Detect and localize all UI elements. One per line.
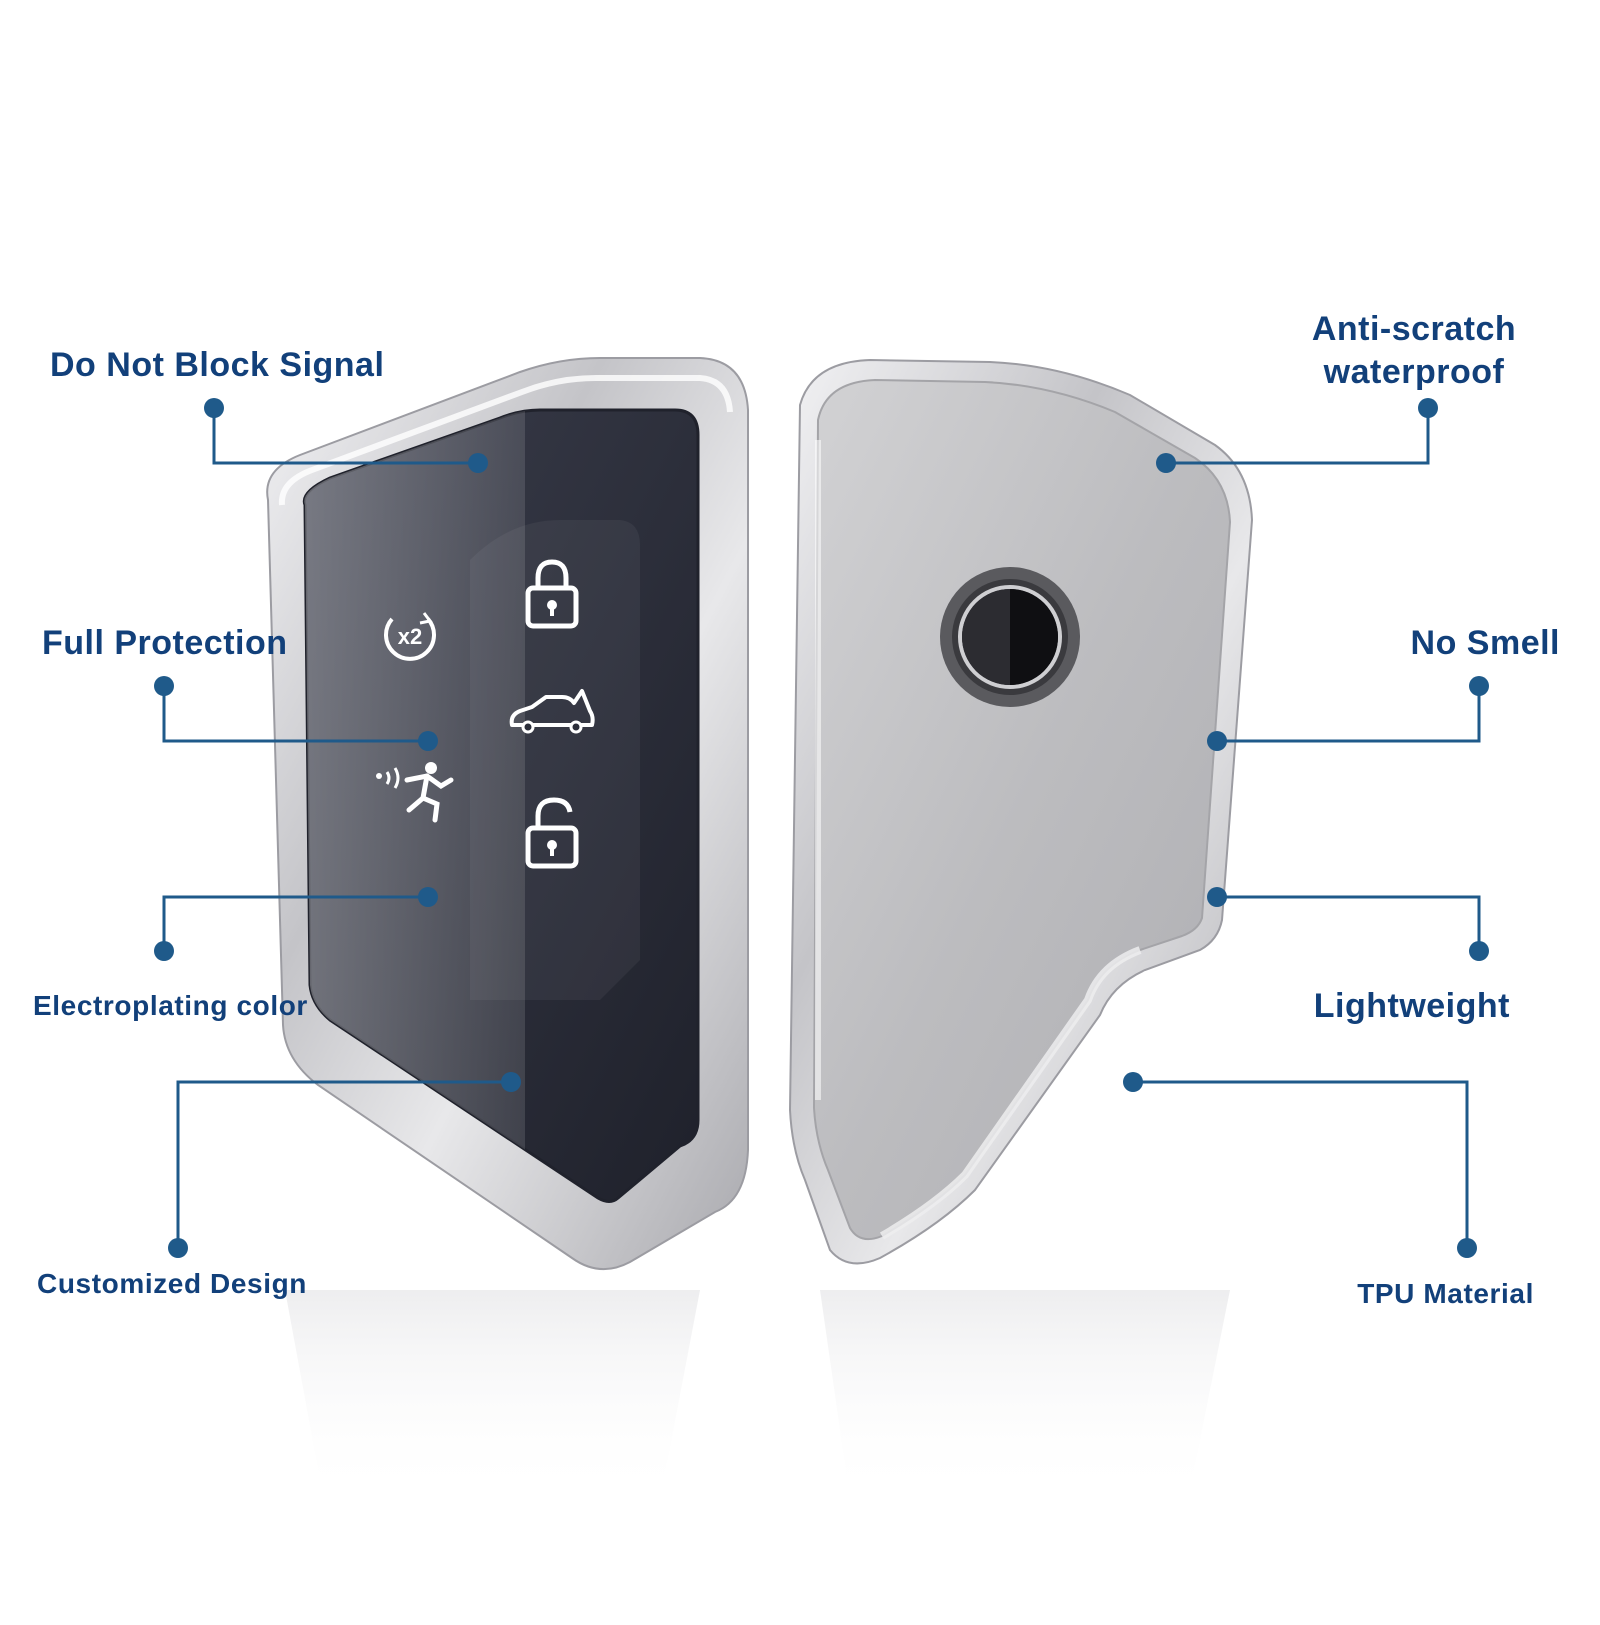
callout-tpu-material: TPU Material bbox=[1357, 1278, 1534, 1309]
leader-line-no-smell bbox=[1217, 686, 1481, 743]
trunk-button[interactable] bbox=[509, 689, 595, 734]
callout-no-smell: No Smell bbox=[1410, 624, 1560, 662]
front-case-highlight bbox=[278, 375, 733, 506]
leader-dot bbox=[204, 398, 224, 418]
leader-dot bbox=[1123, 1072, 1143, 1092]
back-slide-seam bbox=[879, 946, 1142, 1240]
leader-dot bbox=[1469, 676, 1489, 696]
leader-line-customized bbox=[176, 1080, 511, 1248]
double-press-x2-icon: x2 bbox=[384, 612, 436, 661]
key-back bbox=[788, 358, 1254, 1265]
lock-button[interactable] bbox=[525, 559, 579, 629]
callout-do-not-block-signal: Do Not Block Signal bbox=[50, 346, 385, 384]
panic-alarm-icon bbox=[376, 762, 454, 823]
callout-anti-scratch-waterproof: Anti-scratch waterproof bbox=[1311, 310, 1517, 391]
leader-dot bbox=[501, 1072, 521, 1092]
leader-dot bbox=[1418, 398, 1438, 418]
leader-line-electroplating bbox=[162, 895, 428, 951]
leader-dots bbox=[154, 398, 1489, 1258]
unlock-icon bbox=[535, 797, 573, 828]
leader-dot bbox=[1469, 941, 1489, 961]
leader-dot bbox=[154, 676, 174, 696]
callout-full-protection: Full Protection bbox=[42, 624, 288, 662]
leader-dot bbox=[468, 453, 488, 473]
leader-lines bbox=[162, 408, 1481, 1248]
leader-line-lightweight bbox=[1217, 895, 1481, 951]
leader-dot bbox=[1457, 1238, 1477, 1258]
leader-dot bbox=[1207, 887, 1227, 907]
leader-dot bbox=[418, 731, 438, 751]
leader-dot bbox=[168, 1238, 188, 1258]
x2-badge-text: x2 bbox=[398, 624, 422, 649]
callout-lightweight: Lightweight bbox=[1313, 987, 1510, 1025]
back-plate bbox=[812, 378, 1232, 1241]
key-front: x2 bbox=[266, 357, 749, 1271]
leader-dot bbox=[418, 887, 438, 907]
leader-dot bbox=[154, 941, 174, 961]
leader-line-protection bbox=[162, 686, 428, 743]
back-key-reflection bbox=[820, 1290, 1230, 1500]
leader-line-anti-scratch bbox=[1166, 408, 1430, 465]
leader-line-signal bbox=[212, 408, 478, 465]
unlock-button[interactable] bbox=[525, 797, 579, 869]
trunk-icon bbox=[509, 689, 595, 727]
leader-dot bbox=[1207, 731, 1227, 751]
front-key-reflection bbox=[285, 1290, 700, 1500]
leader-dot bbox=[1156, 453, 1176, 473]
callout-electroplating-color: Electroplating color bbox=[33, 990, 308, 1021]
leader-line-tpu bbox=[1133, 1080, 1469, 1248]
callout-customized-design: Customized Design bbox=[37, 1268, 308, 1299]
lock-icon bbox=[535, 559, 569, 588]
round-emblem-icon bbox=[940, 567, 1080, 707]
